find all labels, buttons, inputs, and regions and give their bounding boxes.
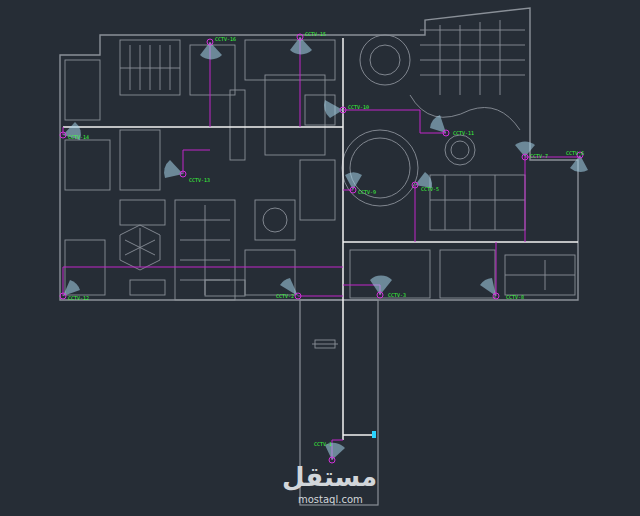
camera-label: CCTV-16 xyxy=(215,36,236,42)
camera-label: CCTV-3 xyxy=(388,292,406,298)
camera-label: CCTV-12 xyxy=(68,295,89,301)
camera-label: CCTV-10 xyxy=(348,104,369,110)
camera-label: CCTV-6 xyxy=(566,150,584,156)
camera-label: CCTV-9 xyxy=(358,189,376,195)
camera-label: CCTV-8 xyxy=(506,294,524,300)
watermark: mostaql.com xyxy=(298,494,363,506)
camera-label: CCTV-7 xyxy=(530,153,548,159)
watermark: مستقل xyxy=(282,462,377,492)
camera-label: CCTV-5 xyxy=(421,186,439,192)
camera-label: CCTV-11 xyxy=(453,130,474,136)
camera-label: CCTV-2 xyxy=(276,293,294,299)
camera-label: CCTV-15 xyxy=(305,31,326,37)
camera-label: CCTV-14 xyxy=(68,134,89,140)
camera-label: CCTV-13 xyxy=(189,177,210,183)
camera-label: CCTV-1 xyxy=(314,441,332,447)
